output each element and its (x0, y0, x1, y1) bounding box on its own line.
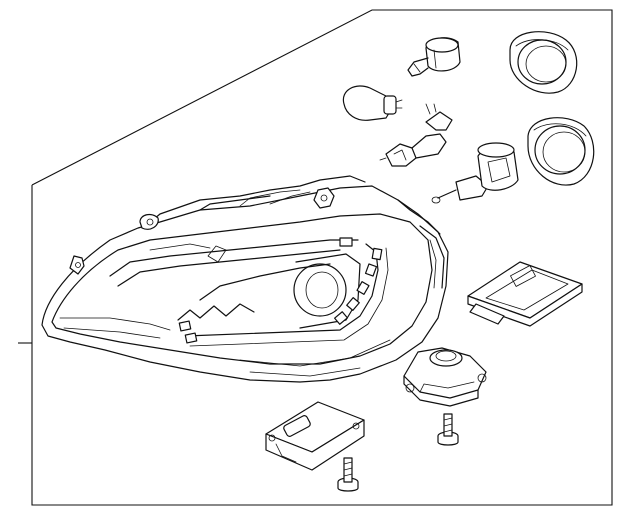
headlamp-assembly (41, 175, 449, 383)
seal-ring-lower (527, 117, 595, 186)
diagram-frame (18, 9, 613, 506)
h7-bulb (379, 103, 453, 167)
bulb-socket (407, 37, 461, 77)
led-array (178, 237, 383, 344)
wedge-bulb (342, 85, 403, 121)
seal-ring-upper (509, 31, 578, 94)
mounting-screw-lower (337, 457, 359, 492)
bulb-igniter (403, 347, 487, 407)
mounting-screw-upper (437, 413, 459, 446)
hid-control-module (467, 261, 583, 327)
ballast-module (265, 401, 365, 471)
hid-bulb (431, 142, 519, 204)
